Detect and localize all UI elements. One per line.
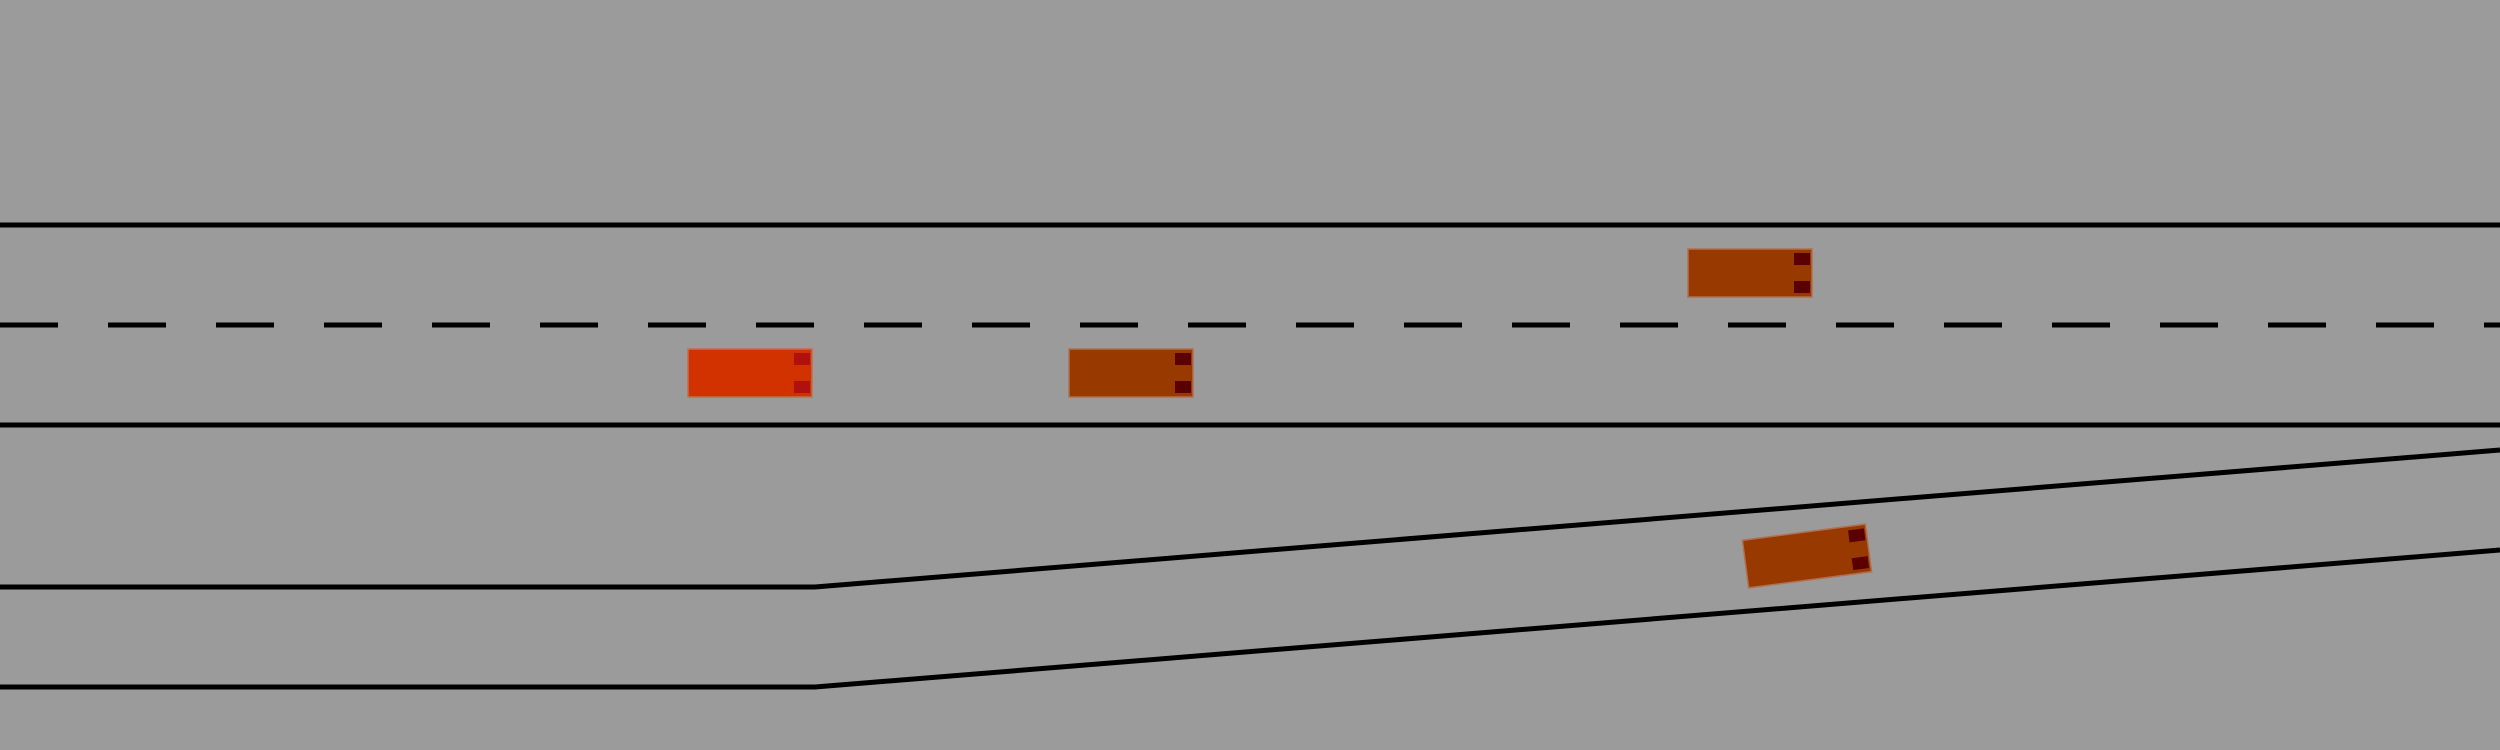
- vehicle-body: [1741, 523, 1873, 589]
- headlight-icon: [1175, 353, 1191, 365]
- headlight-icon: [1175, 381, 1191, 393]
- ramp-upper-edge: [0, 447, 2500, 590]
- headlight-icon: [1851, 556, 1870, 571]
- traffic-vehicle: [1741, 523, 1873, 589]
- ego-vehicle: [687, 348, 813, 398]
- headlight-icon: [1794, 281, 1810, 293]
- headlight-icon: [1794, 253, 1810, 265]
- headlight-icon: [1848, 528, 1866, 543]
- ramp-lower-edge: [0, 547, 2500, 690]
- vehicle-body: [1068, 348, 1194, 398]
- vehicle-body: [687, 348, 813, 398]
- vehicle-body: [1687, 248, 1813, 298]
- traffic-vehicle: [1687, 248, 1813, 298]
- headlight-icon: [794, 381, 810, 393]
- headlight-icon: [794, 353, 810, 365]
- traffic-vehicle: [1068, 348, 1194, 398]
